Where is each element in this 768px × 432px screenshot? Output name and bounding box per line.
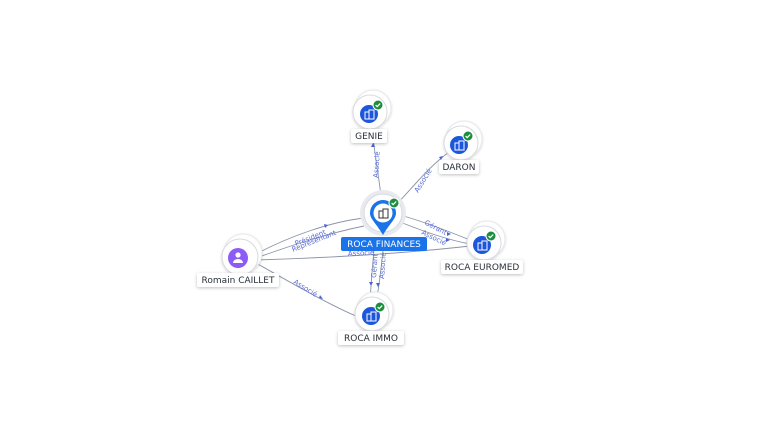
node-label-text: Romain CAILLET: [201, 276, 275, 286]
node-label-immo: ROCA IMMO: [338, 331, 404, 345]
edge-label: Associé: [292, 278, 319, 299]
edge-center-euromed-2: [399, 221, 471, 245]
node-label-text: GENIE: [355, 132, 383, 142]
check-icon: [465, 134, 471, 139]
edge-label: Associé: [348, 249, 375, 258]
check-icon: [488, 234, 494, 239]
arrow-icon: [376, 283, 380, 287]
building-icon: [366, 311, 377, 322]
node-romain[interactable]: [221, 233, 263, 276]
edge-label: Gérant: [370, 253, 380, 278]
node-label-euromed: ROCA EUROMED: [441, 260, 523, 274]
edge-center-euromed-1: [399, 214, 471, 241]
edge-romain-center-1: [255, 217, 365, 255]
building-icon: [364, 109, 375, 120]
arrow-icon: [371, 143, 375, 147]
node-center[interactable]: [360, 190, 406, 236]
arrow-icon: [446, 238, 450, 242]
arrow-icon: [447, 232, 451, 236]
node-genie[interactable]: [352, 89, 392, 130]
edge-romain-euromed: [255, 245, 471, 261]
center-label-text: ROCA FINANCES: [347, 240, 421, 250]
node-euromed[interactable]: [466, 220, 506, 261]
building-icon: [477, 240, 488, 251]
node-label-romain: Romain CAILLET: [197, 273, 279, 287]
edge-romain-immo: [255, 262, 357, 317]
building-icon: [454, 140, 465, 151]
edge-label: Associé: [413, 167, 434, 194]
node-label-text: DARON: [443, 163, 476, 173]
arrow-icon: [324, 224, 328, 228]
person-node-circle: [228, 248, 248, 268]
node-label-daron: DARON: [439, 160, 479, 174]
building-icon: [378, 208, 389, 219]
edge-label: Associé: [378, 252, 388, 279]
arrow-icon: [319, 295, 323, 299]
check-icon: [375, 103, 381, 108]
node-immo[interactable]: [354, 291, 394, 332]
arrow-icon: [439, 156, 443, 160]
center-label: ROCA FINANCES: [341, 237, 427, 251]
node-label-text: ROCA EUROMED: [445, 263, 520, 273]
check-icon: [391, 201, 397, 206]
edge-arrows: [319, 143, 451, 299]
node-daron[interactable]: [443, 120, 483, 161]
check-icon: [377, 305, 383, 310]
edge-label: Associé: [372, 151, 382, 178]
node-label-genie: GENIE: [351, 129, 387, 143]
edge-romain-center-2: [255, 225, 365, 259]
node-label-text: ROCA IMMO: [344, 334, 398, 344]
arrow-icon: [369, 282, 373, 286]
person-icon: [233, 252, 243, 263]
